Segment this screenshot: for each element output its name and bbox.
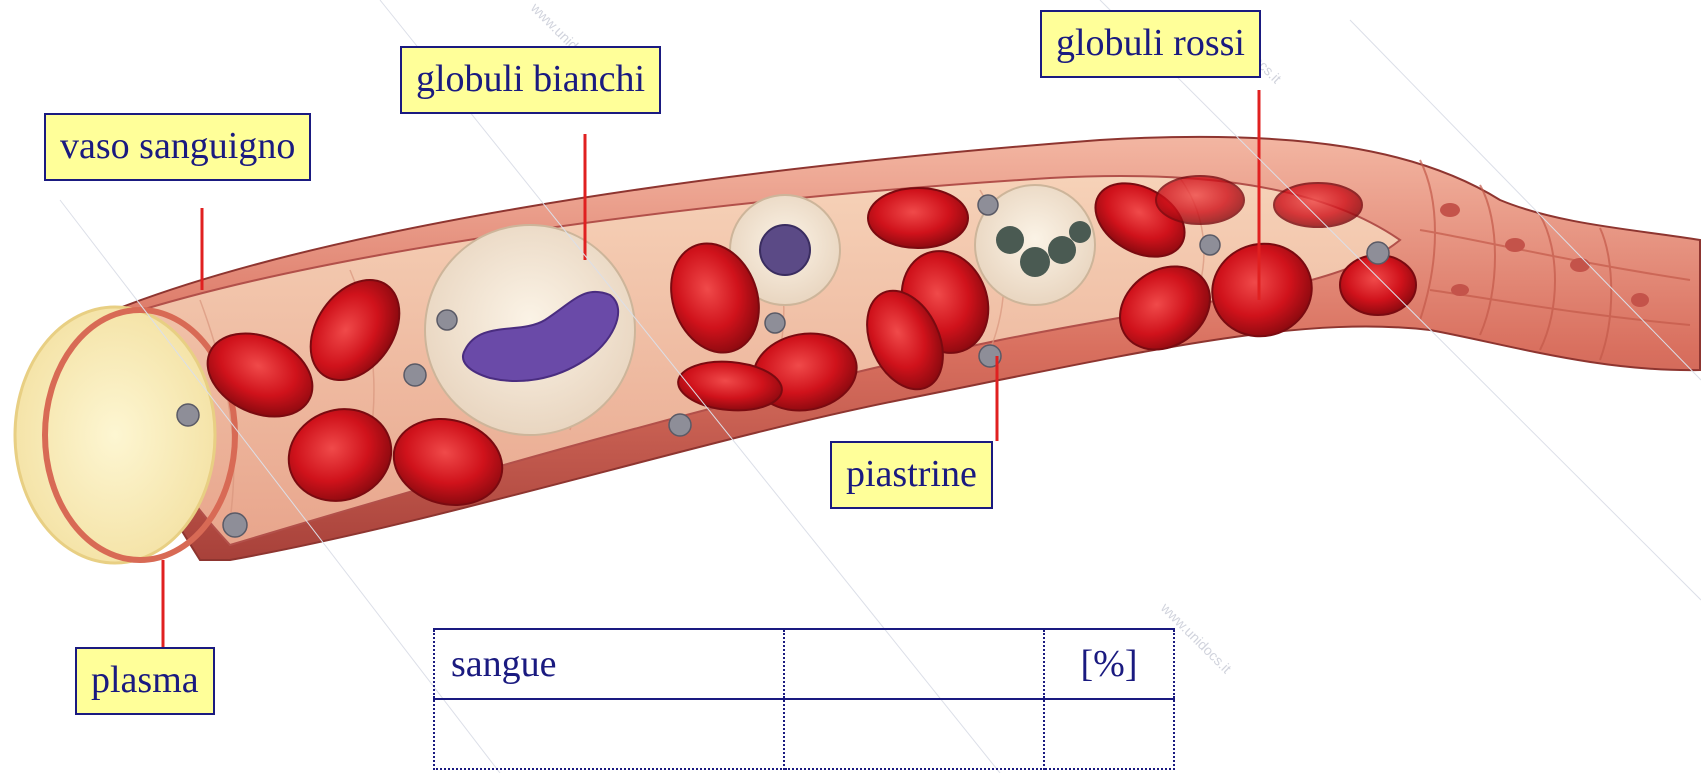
- label-vaso-sanguigno: vaso sanguigno: [44, 113, 311, 181]
- table-header-empty: [784, 629, 1044, 699]
- table-header-sangue: sangue: [434, 629, 784, 699]
- label-piastrine: piastrine: [830, 441, 993, 509]
- table-cell: [784, 699, 1044, 769]
- table-row: [434, 699, 1174, 769]
- label-globuli-bianchi: globuli bianchi: [400, 46, 661, 114]
- white-blood-cell-large: [425, 225, 635, 435]
- table-cell: [434, 699, 784, 769]
- blood-composition-table: sangue [%]: [433, 628, 1175, 770]
- table-cell: [1044, 699, 1174, 769]
- label-globuli-rossi: globuli rossi: [1040, 10, 1261, 78]
- label-plasma: plasma: [75, 647, 215, 715]
- table-header-row: sangue [%]: [434, 629, 1174, 699]
- table-header-percent: [%]: [1044, 629, 1174, 699]
